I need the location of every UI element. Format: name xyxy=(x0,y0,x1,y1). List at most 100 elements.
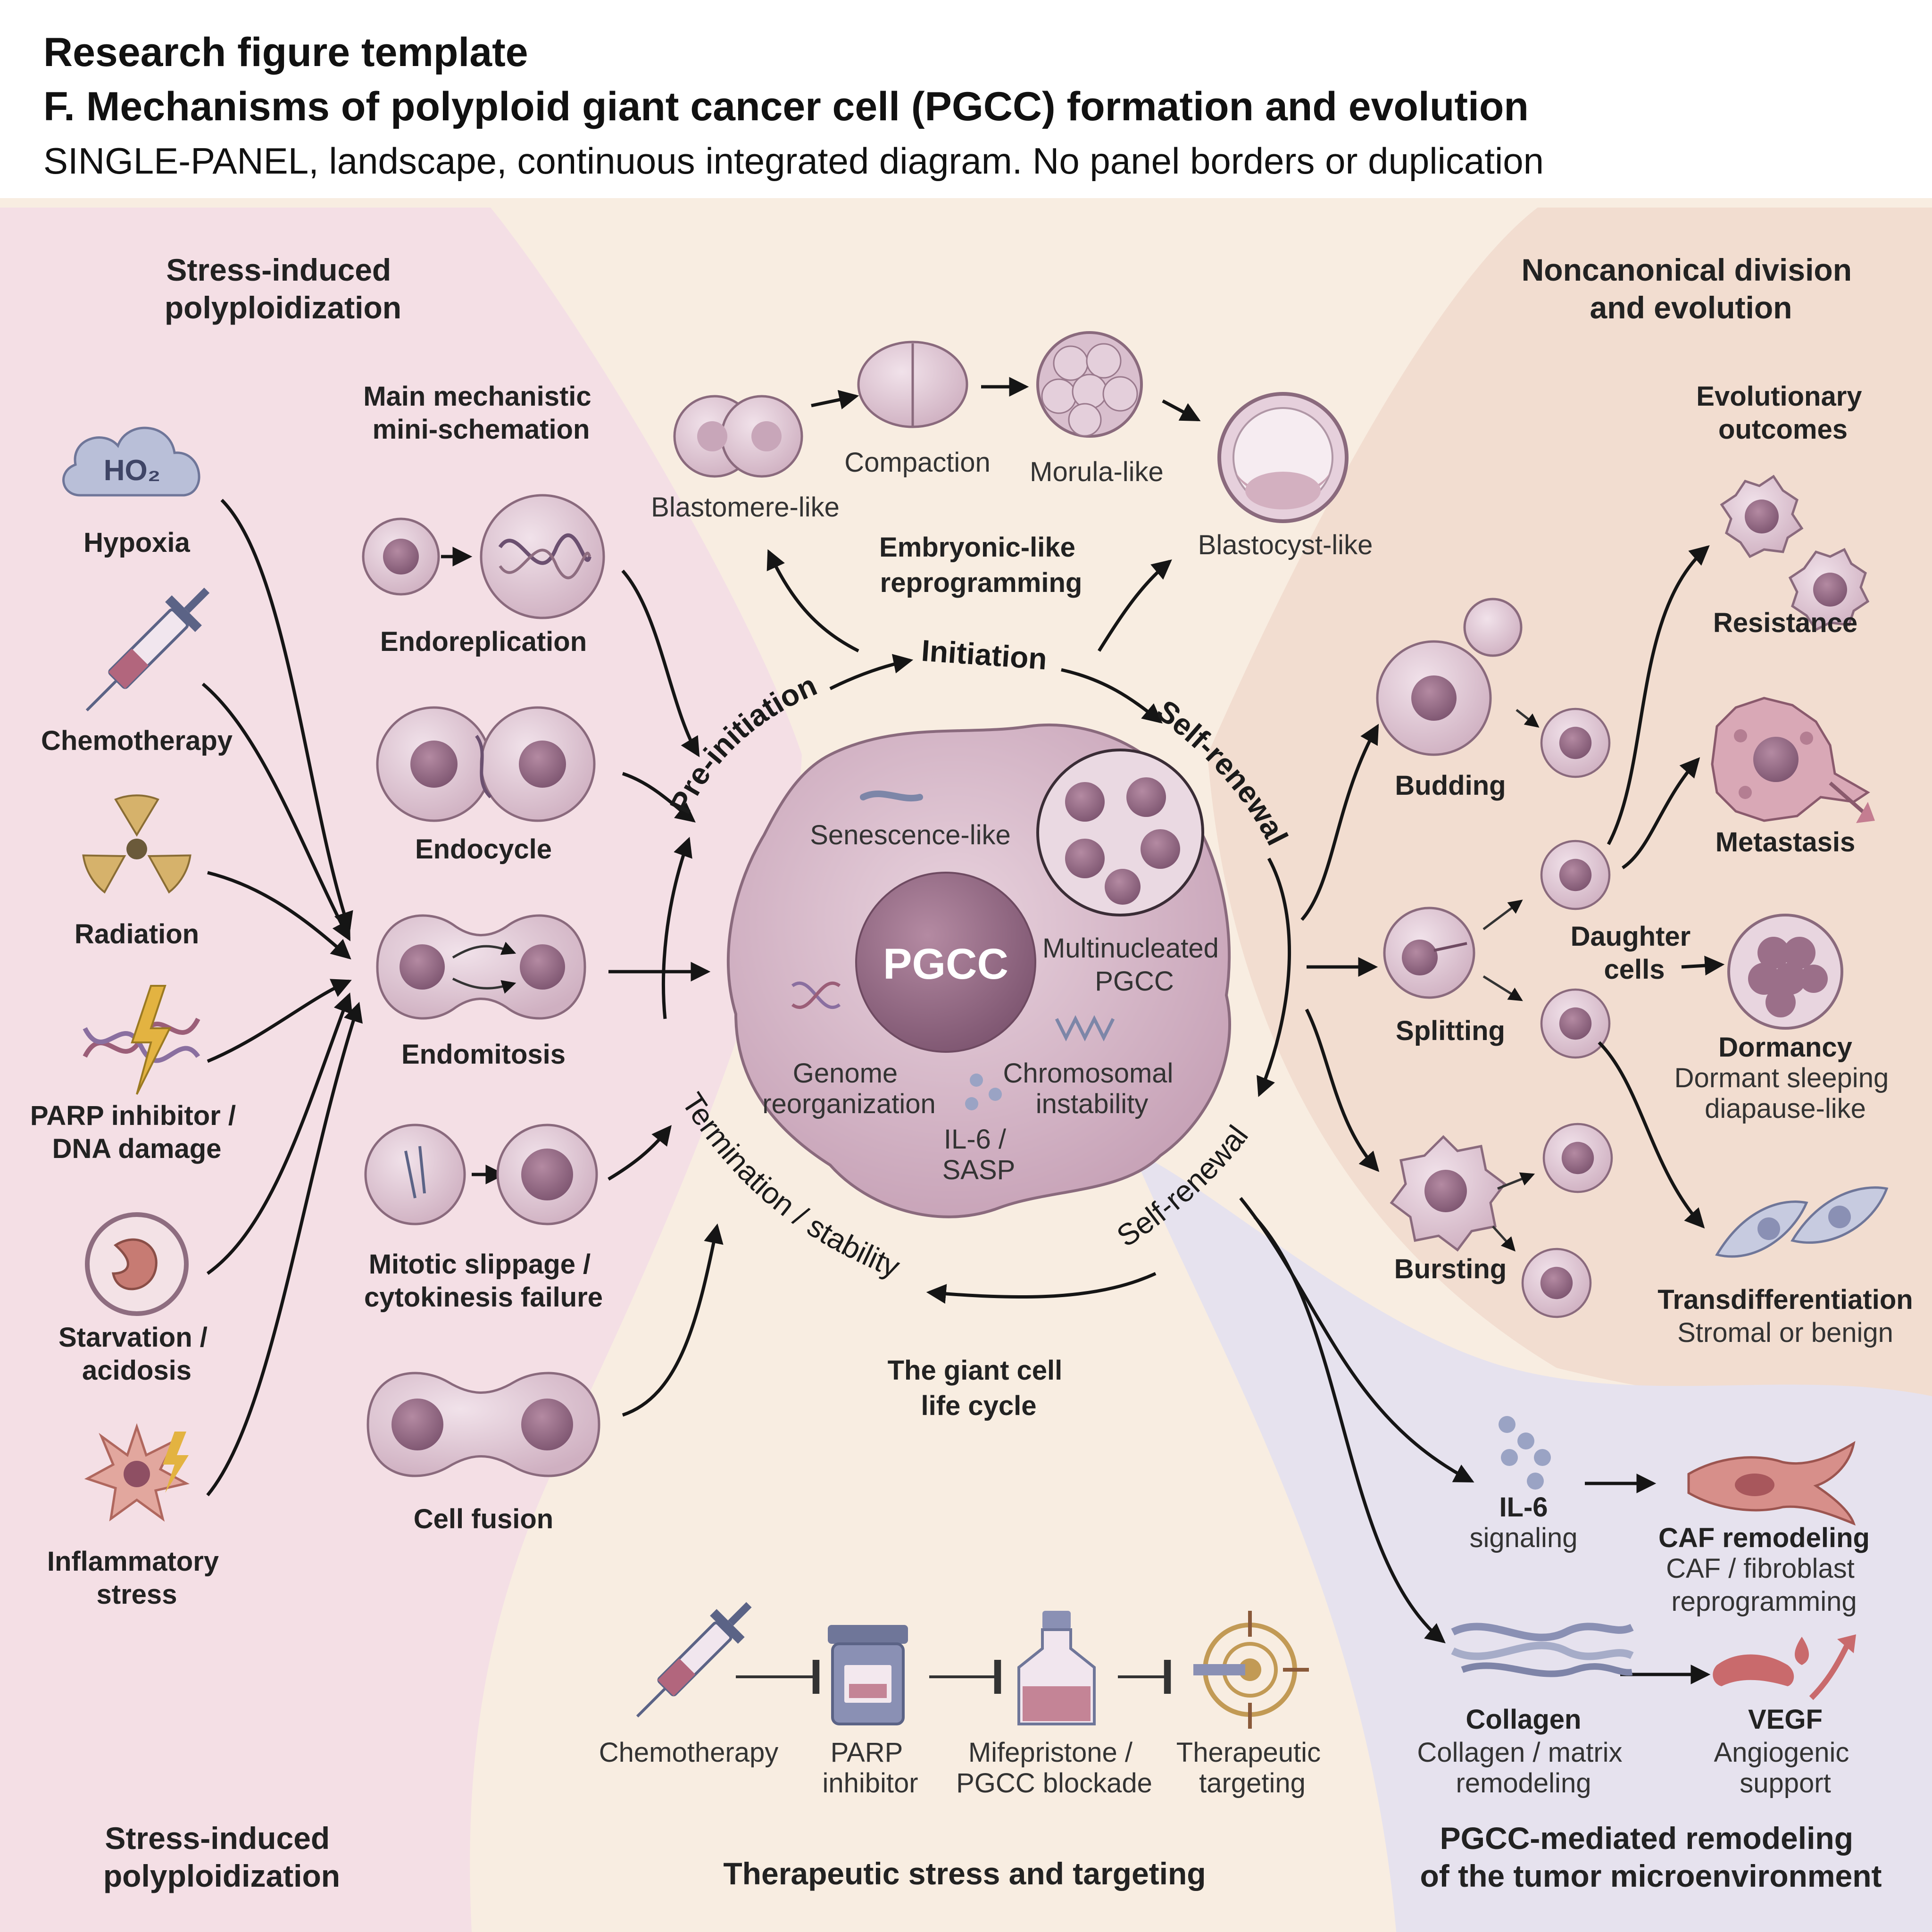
tme-vegf-desc: Angiogenic support xyxy=(1714,1737,1857,1799)
stage-blastocyst: Blastocyst-like xyxy=(1198,530,1373,560)
target-icon xyxy=(1193,1611,1309,1729)
stressor-hypoxia: Hypoxia xyxy=(83,527,190,558)
tme-collagen-desc: Collagen / matrix remodeling xyxy=(1417,1737,1630,1799)
pgcc-chromosomal: Chromosomal instability xyxy=(1003,1058,1181,1119)
blastomere-like-cells xyxy=(673,395,803,478)
vegf-icon xyxy=(1713,1634,1856,1700)
outcome-resistance: Resistance xyxy=(1713,608,1857,638)
header-title: Research figure template xyxy=(43,30,528,75)
starvation-icon xyxy=(85,1212,189,1316)
tme-caf-desc: CAF / fibroblast reprogramming xyxy=(1666,1553,1862,1617)
dormancy-icon xyxy=(1727,914,1843,1030)
syringe-icon xyxy=(85,587,210,712)
outcome-transdifferentiation: Transdifferentiation xyxy=(1657,1284,1913,1315)
inflammation-icon xyxy=(84,1423,190,1522)
division-splitting: Splitting xyxy=(1396,1016,1505,1046)
left-mini-title: Main mechanistic mini-schemation xyxy=(363,381,599,445)
bursting-schematic xyxy=(1390,1124,1612,1317)
multinucleated-inset xyxy=(1036,749,1204,916)
pill-bottle-icon xyxy=(828,1625,908,1725)
outcome-arrows xyxy=(1598,545,1725,1229)
mechanism-arrows xyxy=(608,569,724,1417)
pgcc-genome: Genome reorganization xyxy=(762,1058,936,1119)
stressor-radiation: Radiation xyxy=(75,919,199,949)
pgcc-multinucleated: Multinucleated PGCC xyxy=(1042,933,1226,997)
outcomes-title: Evolutionary outcomes xyxy=(1696,381,1869,445)
pgcc-senescence: Senescence-like xyxy=(810,820,1011,850)
blastocyst-like-cells xyxy=(1217,392,1349,523)
cloud-icon: HO₂ xyxy=(62,426,200,497)
tme-collagen: Collagen xyxy=(1466,1704,1582,1735)
tme-il6: IL-6 xyxy=(1499,1492,1548,1523)
pgcc-il6: IL-6 / SASP xyxy=(942,1124,1016,1185)
dna-lightning-icon xyxy=(83,985,200,1095)
stage-arrow-3 xyxy=(1162,399,1201,422)
stage-blastomere: Blastomere-like xyxy=(651,492,840,523)
mechanism-endomitosis: Endomitosis xyxy=(401,1039,566,1070)
resistance-icon xyxy=(1720,475,1870,632)
caf-icon xyxy=(1687,1441,1856,1526)
svg-text:HO₂: HO₂ xyxy=(104,454,161,487)
tme-panel xyxy=(1132,1151,1932,1932)
mechanism-cell-fusion: Cell fusion xyxy=(414,1504,553,1534)
left-section-title: Stress-induced polyploidization xyxy=(165,252,401,325)
outcome-dormancy: Dormancy xyxy=(1718,1032,1852,1063)
outcome-dormancy-desc: Dormant sleeping diapause-like xyxy=(1674,1063,1897,1124)
budding-schematic xyxy=(1376,598,1609,777)
tme-arrows xyxy=(1239,1197,1711,1684)
division-arrows xyxy=(1300,724,1380,1172)
header-subtitle: F. Mechanisms of polyploid giant cancer … xyxy=(43,84,1529,129)
compaction-cells xyxy=(857,341,968,428)
tme-bottom-title: PGCC-mediated remodeling of the tumor mi… xyxy=(1420,1821,1882,1893)
outcome-metastasis: Metastasis xyxy=(1715,827,1856,858)
radiation-icon xyxy=(82,794,192,894)
therapy-chemotherapy: Chemotherapy xyxy=(599,1737,778,1768)
stage-compaction: Compaction xyxy=(844,447,990,478)
vial-icon xyxy=(1017,1611,1096,1725)
pgcc-central-cell: PGCC xyxy=(726,723,1231,1218)
endomitosis-schematic xyxy=(376,914,586,1020)
embryonic-title: Embryonic-like reprogramming xyxy=(879,532,1083,598)
metastasis-icon xyxy=(1711,697,1875,823)
left-panel xyxy=(0,208,802,1932)
tme-caf: CAF remodeling xyxy=(1658,1523,1870,1553)
mitotic-slippage-schematic xyxy=(364,1124,598,1225)
therapy-title: Therapeutic stress and targeting xyxy=(723,1856,1206,1891)
morula-like-cells xyxy=(1036,331,1143,438)
cell-fusion-schematic xyxy=(366,1372,600,1477)
outcome-transdifferentiation-desc: Stromal or benign xyxy=(1677,1317,1893,1348)
therapy-mifepristone: Mifepristone / PGCC blockade xyxy=(956,1737,1152,1799)
tme-il6-desc: signaling xyxy=(1470,1523,1578,1553)
division-budding: Budding xyxy=(1395,770,1506,801)
therapy-syringe-icon xyxy=(636,1602,752,1718)
stressor-parp: PARP inhibitor / DNA damage xyxy=(30,1100,243,1164)
il6-dots-icon xyxy=(1499,1416,1551,1490)
endoreplication-schematic xyxy=(363,494,605,619)
stage-morula: Morula-like xyxy=(1030,457,1164,487)
mechanism-endoreplication: Endoreplication xyxy=(380,626,587,657)
embryonic-arrow-left xyxy=(766,549,859,653)
life-cycle-ring xyxy=(662,654,1291,1304)
collagen-icon xyxy=(1451,1623,1634,1677)
therapy-targeting: Therapeutic targeting xyxy=(1176,1737,1328,1799)
stressor-arrows xyxy=(201,499,363,1497)
stage-arrow-1 xyxy=(811,390,859,409)
division-bursting: Bursting xyxy=(1394,1254,1507,1284)
life-cycle-title: The giant cell life cycle xyxy=(888,1355,1070,1421)
stressor-chemotherapy: Chemotherapy xyxy=(41,725,233,756)
right-section-title: Noncanonical division and evolution xyxy=(1522,252,1861,325)
pgcc-label: PGCC xyxy=(883,940,1008,988)
stressor-inflammatory: Inflammatory stress xyxy=(47,1546,226,1610)
tme-vegf: VEGF xyxy=(1748,1704,1823,1735)
mechanism-endocycle: Endocycle xyxy=(415,834,552,865)
splitting-schematic xyxy=(1383,841,1609,1058)
stressor-starvation: Starvation / acidosis xyxy=(58,1322,215,1386)
left-bottom-title: Stress-induced polyploidization xyxy=(103,1821,340,1893)
mechanism-mitotic-slippage: Mitotic slippage / cytokinesis failure xyxy=(364,1249,603,1313)
endocycle-schematic xyxy=(376,706,596,822)
transdifferentiation-icon xyxy=(1715,1186,1889,1258)
therapy-parp: PARP inhibitor xyxy=(822,1737,918,1799)
embryonic-arrow-right xyxy=(1098,559,1172,652)
daughter-cells-label: Daughter cells xyxy=(1571,921,1699,985)
